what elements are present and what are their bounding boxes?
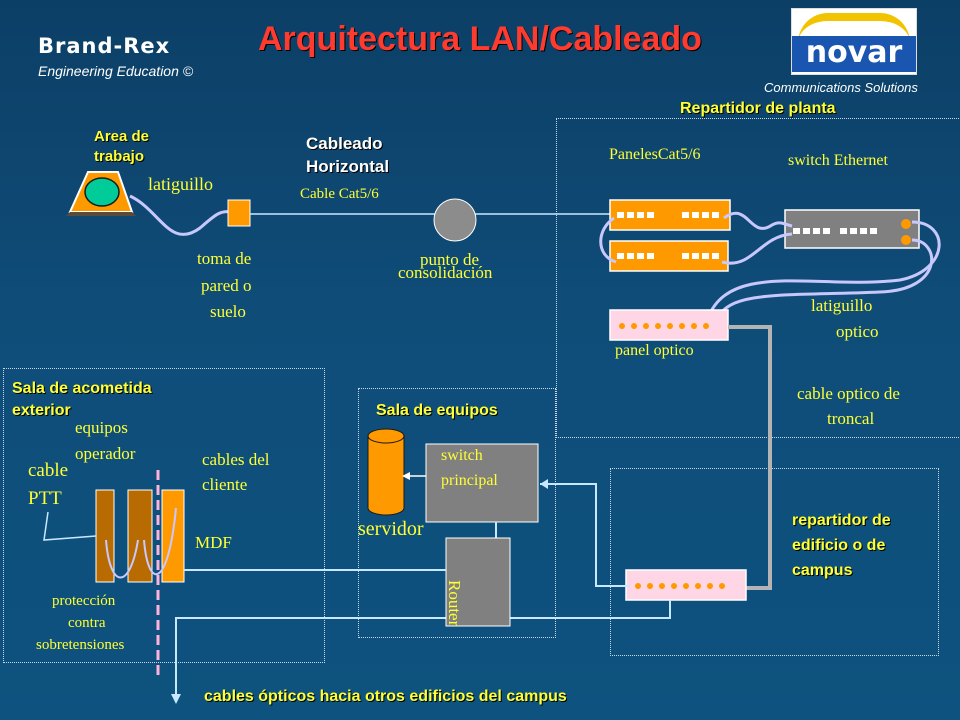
switch-principal-label-1: switch — [441, 447, 483, 464]
toma-pared-label-2: pared o — [201, 276, 252, 295]
ptt-cable — [43, 511, 97, 541]
sala-equipos-region — [358, 388, 556, 638]
switch-principal-label-2: principal — [441, 472, 498, 489]
building-panel-ports — [635, 583, 725, 589]
server — [367, 436, 405, 516]
panel-jumper — [599, 216, 617, 264]
latiguillo-optico-label-1: latiguillo — [811, 296, 873, 315]
cable-ptt-label-2: PTT — [28, 488, 62, 509]
sala-equipos-label: Sala de equipos — [376, 402, 498, 419]
cable-cat-label: Cable Cat5/6 — [300, 186, 379, 202]
repartidor-edificio-label-1: repartidor de — [792, 512, 891, 529]
tagline: Communications Solutions — [764, 80, 918, 95]
backbone-trunk — [728, 325, 772, 590]
toma-pared-label-1: toma de — [197, 249, 252, 268]
proteccion-label-3: sobretensiones — [36, 637, 125, 653]
main-switch — [425, 443, 539, 523]
switch-fiber-port-2 — [901, 235, 911, 245]
cable-troncal-label-2: troncal — [827, 409, 875, 428]
repartidor-edificio-label-3: campus — [792, 562, 853, 579]
latiguillo-label: latiguillo — [148, 174, 213, 194]
cable-ptt-label-1: cable — [28, 460, 69, 481]
fiber-patch-2 — [716, 238, 934, 319]
panel-optico-label: panel optico — [615, 342, 694, 359]
latiguillo-cable — [129, 194, 233, 236]
switch-patch-1 — [723, 211, 793, 230]
main-switch-link-arrow — [540, 479, 548, 489]
repartidor-edificio-region — [610, 468, 939, 656]
cable-troncal-label-1: cable optico de — [797, 384, 900, 403]
server-top — [367, 428, 405, 444]
mdf-label: MDF — [195, 533, 232, 552]
brand-subtitle: Engineering Education © — [38, 63, 194, 79]
equipos-operador-label-2: operador — [75, 444, 136, 463]
optical-panel-ports — [619, 323, 709, 329]
area-trabajo-label: Area de trabajo — [94, 128, 150, 165]
switch-patch-2 — [721, 232, 793, 265]
fiber-patch-1 — [706, 220, 941, 319]
novar-logo: novar — [791, 8, 917, 75]
switch-ethernet-label: switch Ethernet — [788, 152, 888, 169]
brand-name: Brand-Rex — [38, 34, 171, 58]
work-area-monitor — [84, 177, 120, 207]
work-area-shadow — [66, 212, 136, 216]
cat-panel-ports — [617, 212, 719, 259]
cables-opticos-label: cables ópticos hacia otros edificios del… — [204, 688, 567, 705]
logo-text: novar — [792, 36, 916, 72]
sala-acometida-region — [3, 368, 325, 663]
repartidor-edificio-label-2: edificio o de — [792, 537, 886, 554]
cables-cliente-label-2: cliente — [202, 475, 248, 494]
consolidation-point — [433, 198, 477, 242]
repartidor-planta-label: Repartidor de planta — [680, 100, 836, 117]
cables-cliente-label-1: cables del — [202, 450, 270, 469]
wall-jack — [227, 199, 251, 227]
paneles-label: PanelesCat5/6 — [609, 146, 701, 163]
proteccion-label-2: contra — [68, 615, 106, 631]
router — [445, 537, 511, 627]
server-arrow-left — [402, 472, 410, 480]
punto-consolidacion-label-1: punto de — [420, 250, 480, 269]
repartidor-planta-region — [556, 118, 959, 438]
toma-pared-label-3: suelo — [210, 302, 246, 321]
router-label: Router — [445, 580, 464, 627]
mdf-jumper-1 — [105, 539, 139, 579]
servidor-label: servidor — [358, 518, 424, 540]
campus-fiber-arrow — [171, 694, 181, 704]
page-title: Arquitectura LAN/Cableado — [258, 20, 702, 58]
punto-consolidacion-label-2: consolidación — [398, 263, 493, 282]
campus-fiber — [175, 600, 671, 696]
equipos-operador-label-1: equipos — [75, 418, 128, 437]
switch-ports — [793, 228, 877, 234]
sala-acometida-label: Sala de acometida exterior — [12, 380, 152, 419]
mdf-jumper-2 — [143, 507, 177, 576]
main-switch-link — [540, 483, 630, 587]
protection-block-2 — [127, 489, 153, 583]
cableado-horizontal-label: Cableado Horizontal — [306, 134, 390, 176]
proteccion-label-1: protección — [52, 593, 116, 609]
switch-fiber-port-1 — [901, 219, 911, 229]
latiguillo-optico-label-2: optico — [836, 322, 879, 341]
